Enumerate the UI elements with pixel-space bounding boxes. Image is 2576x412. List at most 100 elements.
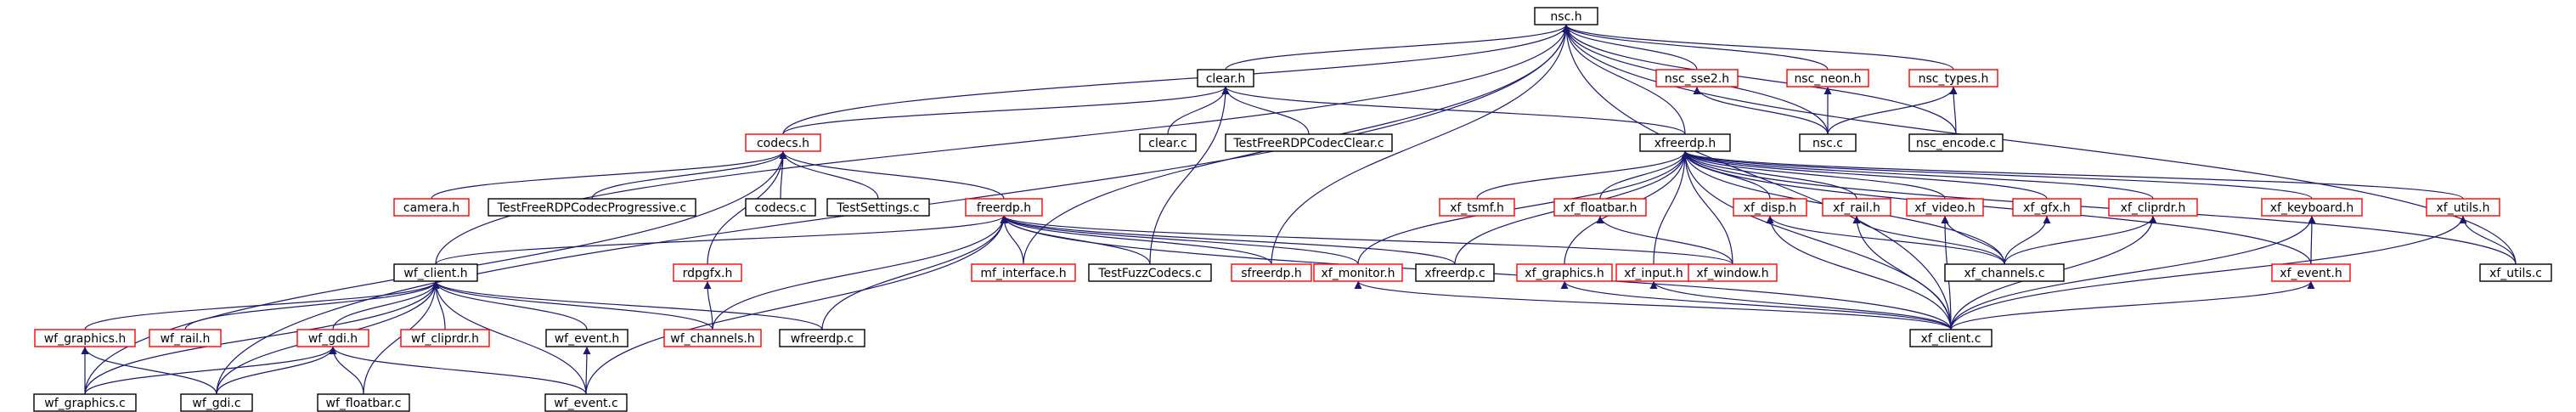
node-xf-event-h[interactable]: xf_event.h [2271, 263, 2351, 282]
edge-xf_utils_c-to-xfreerdp_h [1681, 150, 2517, 265]
node-label: xf_channels.c [1964, 267, 2044, 280]
node-wf-gdi-c[interactable]: wf_gdi.c [180, 393, 253, 412]
node-nsc-c[interactable]: nsc.c [1799, 133, 1857, 152]
node-label: xf_keyboard.h [2270, 201, 2353, 215]
node-xf-utils-c[interactable]: xf_utils.c [2479, 263, 2552, 282]
node-label: wf_graphics.h [44, 332, 127, 346]
edge-wfreerdp_c-to-wf_client_h [431, 280, 823, 330]
node-label: clear.h [1206, 72, 1246, 86]
node-rdpgfx-h[interactable]: rdpgfx.h [673, 263, 742, 282]
node-xf-graphics-h[interactable]: xf_graphics.h [1516, 263, 1613, 282]
node-box [544, 393, 628, 412]
node-nsc-neon-h[interactable]: nsc_neon.h [1786, 69, 1869, 87]
node-mf-interface-h[interactable]: mf_interface.h [971, 263, 1076, 282]
node-label: wf_channels.h [670, 332, 754, 346]
node-nsc-encode-c[interactable]: nsc_encode.c [1908, 133, 2004, 152]
edge-clear_h-to-nsc_h [1225, 24, 1570, 71]
node-xf-cliprdr-h[interactable]: xf_cliprdr.h [2108, 198, 2198, 217]
node-clear-h[interactable]: clear.h [1197, 69, 1254, 87]
node-clear-c[interactable]: clear.c [1139, 133, 1197, 152]
node-wf-client-h[interactable]: wf_client.h [393, 263, 478, 282]
node-sfreerdp-h[interactable]: sfreerdp.h [1231, 263, 1312, 282]
node-box [673, 263, 742, 282]
node-camera-h[interactable]: camera.h [393, 198, 470, 217]
node-box [965, 198, 1043, 217]
node-nsc-types-h[interactable]: nsc_types.h [1908, 69, 1998, 87]
node-label: wf_gdi.h [308, 332, 358, 346]
node-wf-cliprdr-h[interactable]: wf_cliprdr.h [400, 329, 490, 347]
node-xf-channels-c[interactable]: xf_channels.c [1944, 263, 2065, 282]
node-codecs-h[interactable]: codecs.h [745, 133, 821, 152]
node-wf-channels-h[interactable]: wf_channels.h [663, 329, 762, 347]
node-box [971, 263, 1076, 282]
node-nsc-h: nsc.h [1534, 7, 1598, 25]
node-test-clear-c[interactable]: TestFreeRDPCodecClear.c [1225, 133, 1393, 152]
node-box [1799, 133, 1857, 152]
node-label: xf_rail.h [1833, 201, 1880, 215]
edge-clear_c-to-clear_h [1167, 86, 1230, 135]
node-xf-tsmf-h[interactable]: xf_tsmf.h [1439, 198, 1515, 217]
node-nsc-sse2-h[interactable]: nsc_sse2.h [1655, 69, 1739, 87]
node-xf-video-h[interactable]: xf_video.h [1906, 198, 1984, 217]
node-codecs-c[interactable]: codecs.c [745, 198, 816, 217]
node-xfreerdp-c[interactable]: xfreerdp.c [1415, 263, 1495, 282]
edge-camera_h-to-codecs_h [431, 150, 787, 200]
node-box [1655, 69, 1739, 87]
node-box [2108, 198, 2198, 217]
node-box [1733, 198, 1807, 217]
node-xf-monitor-h[interactable]: xf_monitor.h [1313, 263, 1403, 282]
edge-layer [81, 24, 2517, 395]
edge-nsc_neon_h-to-nsc_h [1562, 24, 1829, 71]
node-xf-client-c[interactable]: xf_client.c [1909, 329, 1993, 347]
node-xf-rail-h[interactable]: xf_rail.h [1822, 198, 1891, 217]
node-wf-rail-h[interactable]: wf_rail.h [149, 329, 222, 347]
node-label: xf_event.h [2280, 267, 2342, 280]
node-xf-disp-h[interactable]: xf_disp.h [1733, 198, 1807, 217]
node-label: TestFreeRDPCodecProgressive.c [497, 201, 686, 215]
edge-freerdp_h-to-codecs_h [779, 150, 1005, 200]
node-wf-graphics-c[interactable]: wf_graphics.c [33, 393, 137, 412]
edge-wf_graphics_h-to-wf_client_h [84, 280, 440, 330]
edge-nsc_types_h-to-nsc_h [1562, 24, 1954, 71]
node-xf-gfx-h[interactable]: xf_gfx.h [2012, 198, 2082, 217]
node-box [317, 393, 410, 412]
edge-xf_client_c-to-xf_input_h [1649, 280, 1952, 330]
edge-sfreerdp_h-to-freerdp_h [1000, 215, 1272, 265]
node-wf-graphics-h[interactable]: wf_graphics.h [34, 329, 136, 347]
node-box [1906, 198, 1984, 217]
node-box [488, 198, 696, 217]
node-box [1822, 198, 1891, 217]
node-label: xf_disp.h [1744, 201, 1797, 215]
edge-wf_client_h-to-freerdp_h [435, 215, 1008, 265]
node-wf-event-h[interactable]: wf_event.h [545, 329, 628, 347]
node-xf-floatbar-h[interactable]: xf_floatbar.h [1553, 198, 1647, 217]
node-xfreerdp-h[interactable]: xfreerdp.h [1639, 133, 1731, 152]
node-test-settings-c[interactable]: TestSettings.c [826, 198, 930, 217]
edge-xf_cliprdr_h-to-xfreerdp_h [1681, 150, 2154, 200]
edge-wf_gdi_c-to-wf_graphics_h [81, 346, 217, 395]
node-label: camera.h [403, 201, 459, 215]
node-wf-event-c[interactable]: wf_event.c [544, 393, 628, 412]
edge-test_settings_c-to-codecs_h [779, 150, 879, 200]
node-label: TestFreeRDPCodecClear.c [1232, 137, 1384, 150]
edge-xf_input_h-to-xfreerdp_h [1653, 150, 1689, 265]
node-label: nsc_encode.c [1916, 137, 1996, 150]
node-xf-keyboard-h[interactable]: xf_keyboard.h [2261, 198, 2363, 217]
node-xf-utils-h[interactable]: xf_utils.h [2426, 198, 2500, 217]
node-test-fuzz-c[interactable]: TestFuzzCodecs.c [1088, 263, 1212, 282]
node-test-prog-c[interactable]: TestFreeRDPCodecProgressive.c [488, 198, 696, 217]
node-wf-floatbar-c[interactable]: wf_floatbar.c [317, 393, 410, 412]
edge-xf_utils_h-to-xfreerdp_h [1681, 150, 2464, 200]
edge-xf_window_h-to-xfreerdp_h [1681, 150, 1733, 265]
node-label: wf_cliprdr.h [411, 332, 479, 346]
node-xf-input-h[interactable]: xf_input.h [1615, 263, 1692, 282]
edge-xf_client_c-to-xf_keyboard_h [1950, 215, 2316, 330]
node-wf-gdi-h[interactable]: wf_gdi.h [296, 329, 369, 347]
edge-wf_floatbar_c-to-wf_gdi_h [329, 346, 364, 395]
node-label: sfreerdp.h [1241, 267, 1302, 280]
node-box [745, 133, 821, 152]
node-wfreerdp-c[interactable]: wfreerdp.c [779, 329, 865, 347]
node-xf-window-h[interactable]: xf_window.h [1688, 263, 1778, 282]
node-label: TestFuzzCodecs.c [1097, 267, 1201, 280]
node-freerdp-h[interactable]: freerdp.h [965, 198, 1043, 217]
